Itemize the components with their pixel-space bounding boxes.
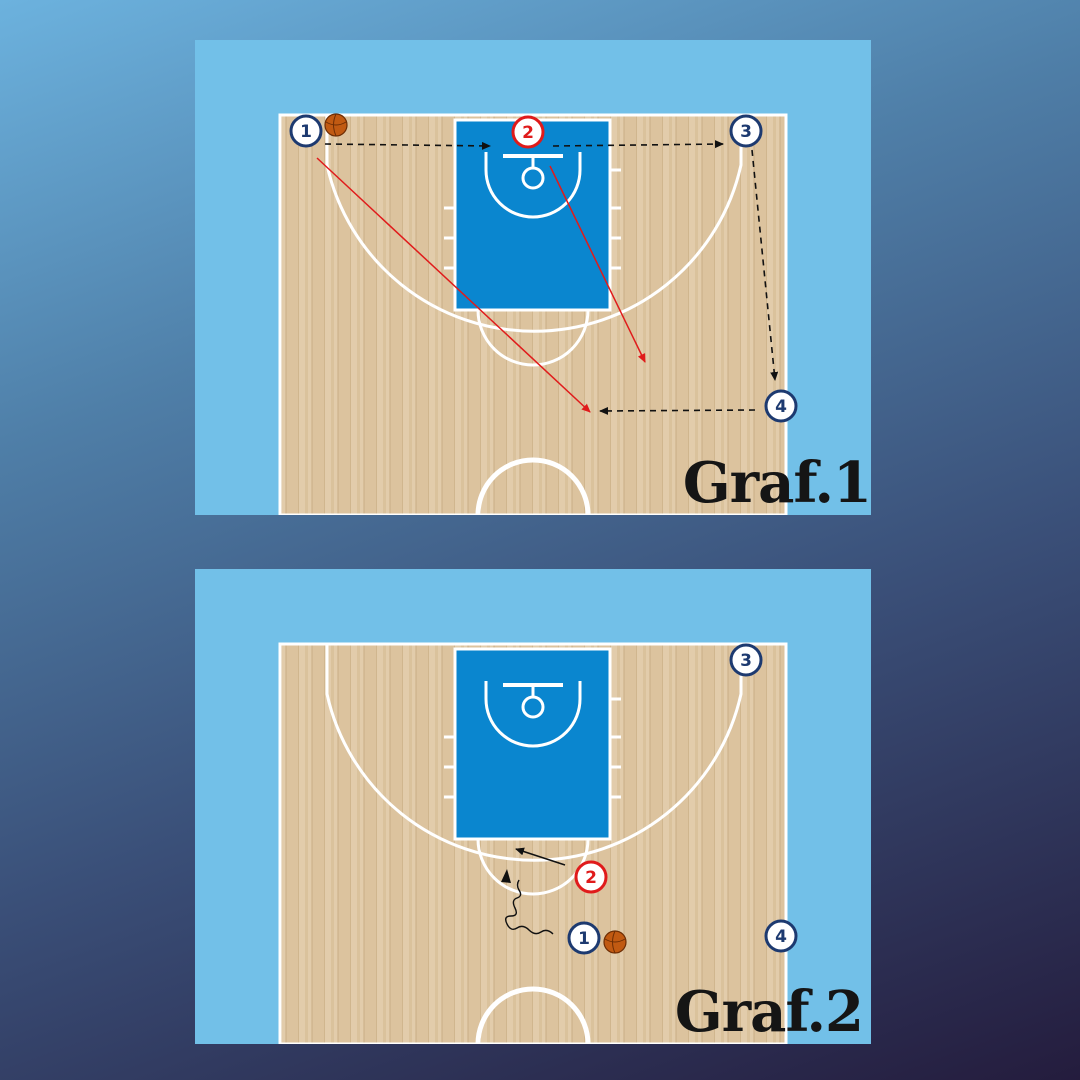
player-number: 2 <box>585 868 597 888</box>
center-circle <box>475 986 591 1044</box>
player-4: 4 <box>764 919 798 953</box>
player-number: 3 <box>740 122 752 142</box>
center-circle <box>475 457 591 515</box>
dribble-path <box>504 879 554 935</box>
diagram-label: Graf.2 <box>674 979 864 1045</box>
paint <box>453 647 612 841</box>
cut-arrow <box>316 157 591 413</box>
player-1: 1 <box>567 921 601 955</box>
player-number: 4 <box>775 927 787 947</box>
cut-lines <box>316 157 646 413</box>
player-1: 1 <box>289 114 323 148</box>
diagram-1-panel: 1 2 3 4 Graf.1 <box>195 40 872 516</box>
diagram-label: Graf.1 <box>682 450 872 516</box>
restricted-arc <box>484 152 582 219</box>
rim <box>521 695 545 719</box>
defender-move-arrow <box>515 847 566 866</box>
defender-2: 2 <box>574 860 608 894</box>
defender-2: 2 <box>511 115 545 149</box>
player-number: 3 <box>740 651 752 671</box>
pass-arrow <box>324 141 491 150</box>
ball-icon <box>603 930 627 954</box>
court-boundary <box>278 113 788 515</box>
rim <box>521 166 545 190</box>
pass-arrow <box>599 406 756 415</box>
player-number: 2 <box>522 123 534 143</box>
player-3: 3 <box>729 643 763 677</box>
player-number: 1 <box>578 929 590 949</box>
player-number: 1 <box>300 122 312 142</box>
three-point-line <box>325 644 743 862</box>
paint <box>453 118 612 312</box>
court-2: 3 2 1 4 <box>278 642 798 1044</box>
player-4: 4 <box>764 389 798 423</box>
cut-arrow <box>549 165 646 363</box>
court-boundary <box>278 642 788 1044</box>
free-throw-circle <box>476 309 590 367</box>
pass-lines <box>324 140 779 415</box>
diagram-2-panel: 3 2 1 4 Graf.2 <box>195 569 871 1044</box>
player-number: 4 <box>775 397 787 417</box>
ball-icon <box>324 113 348 137</box>
lane-marks <box>444 697 621 799</box>
three-point-line <box>325 115 743 333</box>
player-3: 3 <box>729 114 763 148</box>
restricted-arc <box>484 681 582 748</box>
pass-arrow <box>751 149 779 381</box>
court-1: 1 2 3 4 <box>278 113 798 515</box>
dribble-arrowhead <box>501 869 511 883</box>
lane-marks <box>444 168 621 270</box>
